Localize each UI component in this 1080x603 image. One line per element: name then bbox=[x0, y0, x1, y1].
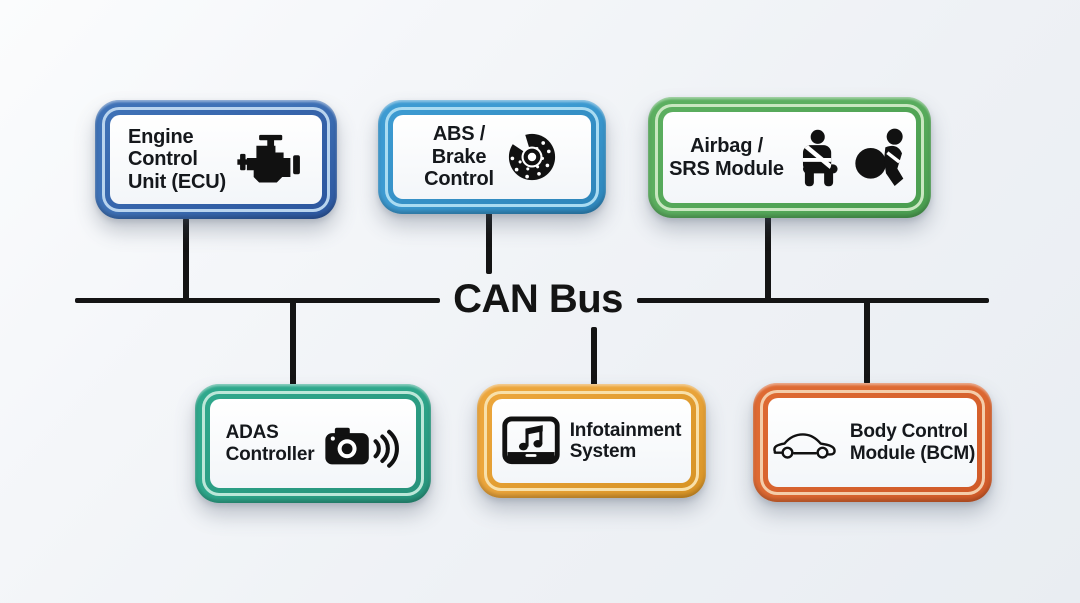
connector-airbag bbox=[765, 216, 771, 301]
module-adas-controller: ADAS Controller bbox=[195, 384, 431, 503]
module-body-control: Body Control Module (BCM) bbox=[753, 383, 992, 502]
airbag-occupant-icon bbox=[854, 127, 910, 189]
camera-sensor-icon bbox=[324, 419, 400, 469]
can-bus-line-right bbox=[637, 298, 989, 303]
connector-bcm bbox=[864, 300, 870, 384]
brake-disc-icon bbox=[504, 129, 560, 185]
engine-icon bbox=[236, 132, 304, 188]
module-label-airbag: Airbag / SRS Module bbox=[669, 134, 784, 180]
module-label-ecu: Engine Control Unit (ECU) bbox=[128, 125, 226, 193]
connector-ecu bbox=[183, 218, 189, 301]
module-engine-control-unit: Engine Control Unit (ECU) bbox=[95, 100, 337, 219]
module-label-adas: ADAS Controller bbox=[225, 422, 315, 465]
module-airbag-srs: Airbag / SRS Module bbox=[648, 97, 931, 218]
seatbelt-occupant-icon bbox=[794, 127, 844, 189]
module-label-bcm: Body Control Module (BCM) bbox=[849, 421, 976, 464]
media-screen-icon bbox=[502, 416, 560, 466]
can-bus-line-left bbox=[75, 298, 440, 303]
module-label-abs: ABS / Brake Control bbox=[424, 123, 494, 191]
connector-adas bbox=[290, 300, 296, 386]
connector-infotainment bbox=[591, 327, 597, 386]
module-label-infotainment: Infotainment System bbox=[569, 419, 682, 462]
connector-abs bbox=[486, 212, 492, 274]
can-bus-label: CAN Bus bbox=[453, 277, 623, 321]
car-body-icon bbox=[770, 425, 840, 461]
module-abs-brake-control: ABS / Brake Control bbox=[378, 100, 606, 214]
module-infotainment-system: Infotainment System bbox=[477, 384, 706, 498]
